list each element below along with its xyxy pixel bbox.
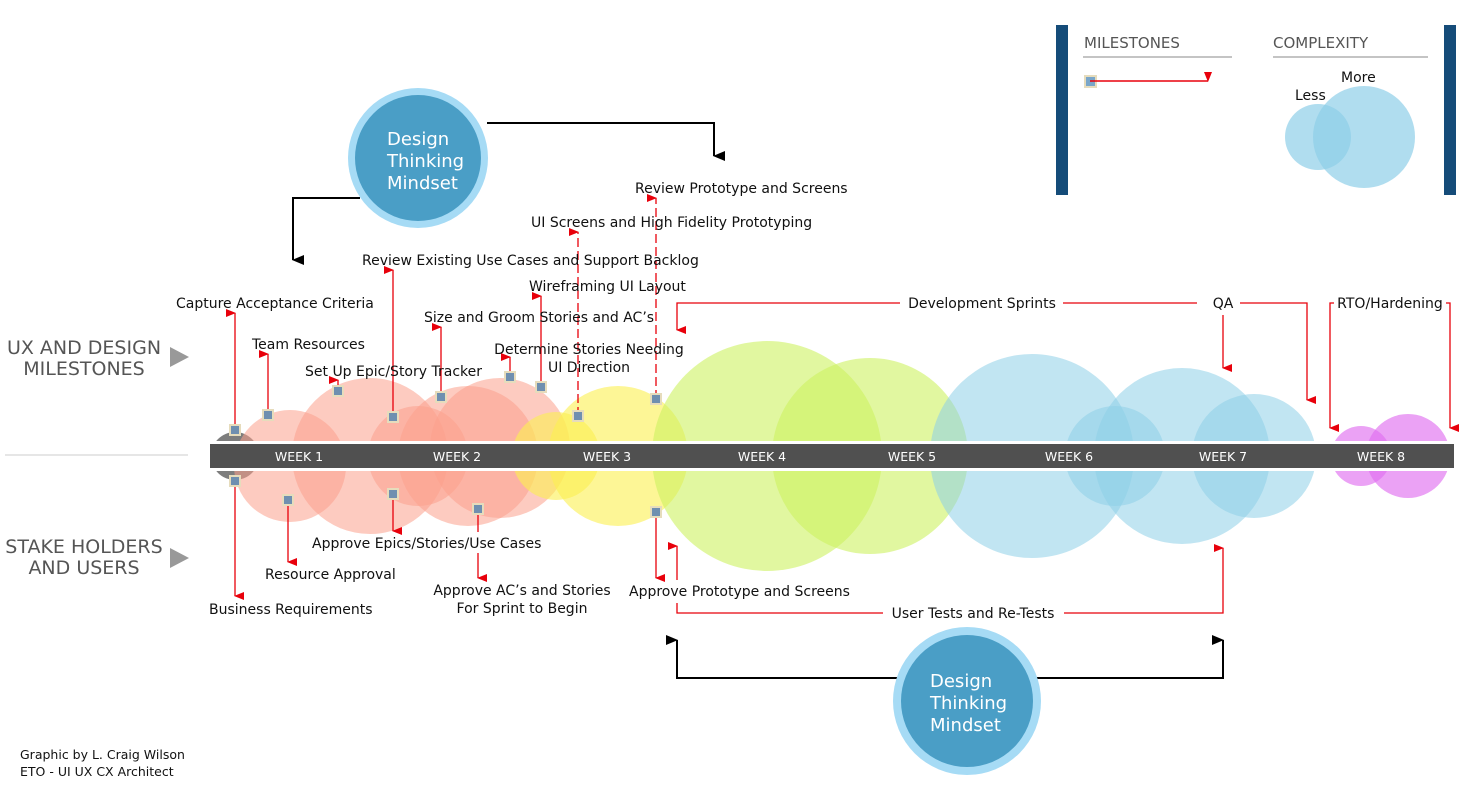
lane-ux-line2: MILESTONES [23, 358, 145, 380]
milestone-resource-approval: Resource Approval [265, 567, 396, 583]
design-thinking-bottom-circle [901, 635, 1033, 767]
lane-stakeholders-line1: STAKE HOLDERS [5, 536, 162, 558]
week-label-7: WEEK 7 [1199, 449, 1247, 464]
legend-left-bar [1056, 25, 1068, 195]
legend-less-label: Less [1295, 88, 1326, 104]
stakeholder-milestone-labels: Business Requirements Resource Approval … [209, 536, 1054, 622]
credit: Graphic by L. Craig Wilson ETO - UI UX C… [20, 747, 185, 779]
milestone-marker-icon [435, 391, 447, 403]
ux-milestone-labels: Capture Acceptance Criteria Team Resourc… [176, 181, 1443, 380]
design-thinking-top-left-arrow [292, 197, 360, 265]
milestone-ui-screens-prototyping: UI Screens and High Fidelity Prototyping [531, 215, 812, 231]
design-thinking-top-right-arrow [487, 122, 725, 161]
milestone-approve-epics-stories: Approve Epics/Stories/Use Cases [312, 536, 541, 552]
timeline-bar [210, 444, 1454, 468]
design-thinking-bottom-line1: Design [930, 671, 992, 692]
milestone-team-resources: Team Resources [251, 337, 365, 353]
legend: MILESTONES COMPLEXITY Less More [1056, 25, 1456, 195]
milestone-marker-icon [387, 411, 399, 423]
complexity-bubbles [211, 341, 1450, 571]
lane-stakeholders: STAKE HOLDERS AND USERS [5, 536, 189, 579]
timeline: WEEK 1 WEEK 2 WEEK 3 WEEK 4 WEEK 5 WEEK 6 WEEK… [210, 441, 1454, 471]
week-label-4: WEEK 4 [738, 449, 786, 464]
legend-milestones-title: MILESTONES [1084, 34, 1180, 52]
milestone-marker-icon [262, 409, 274, 421]
milestone-approve-acs-line1: Approve AC’s and Stories [433, 583, 610, 599]
lane-ux: UX AND DESIGN MILESTONES [7, 337, 189, 380]
milestone-marker-icon [472, 503, 484, 515]
legend-more-label: More [1341, 70, 1376, 86]
design-thinking-top-line2: Thinking [386, 151, 464, 172]
milestone-marker-icon [332, 385, 344, 397]
milestone-marker-icon [650, 506, 662, 518]
credit-author: Graphic by L. Craig Wilson [20, 747, 185, 762]
week-label-6: WEEK 6 [1045, 449, 1093, 464]
lane-stakeholders-arrow-icon [170, 548, 189, 568]
milestone-determine-stories-line1: Determine Stories Needing [494, 342, 684, 358]
lane-ux-arrow-icon [170, 347, 189, 367]
credit-title: ETO - UI UX CX Architect [20, 764, 174, 779]
legend-right-bar [1444, 25, 1456, 195]
milestone-marker-icon [229, 475, 241, 487]
design-thinking-bottom-left-arrow [666, 635, 900, 679]
milestone-review-prototype-and-screens: Review Prototype and Screens [635, 181, 848, 197]
week-label-3: WEEK 3 [583, 449, 631, 464]
milestone-arrows [226, 194, 1459, 614]
milestone-determine-stories-line2: UI Direction [548, 360, 630, 376]
lane-ux-line1: UX AND DESIGN [7, 337, 161, 359]
milestone-set-up-epic-story-tracker: Set Up Epic/Story Tracker [305, 364, 482, 380]
design-thinking-top: Design Thinking Mindset [292, 88, 725, 265]
milestone-marker-icon [387, 488, 399, 500]
milestone-user-tests: User Tests and Re-Tests [892, 606, 1055, 622]
lane-stakeholders-line2: AND USERS [28, 557, 139, 579]
milestone-marker-icon [229, 424, 241, 436]
milestone-marker-icon [504, 371, 516, 383]
week-label-8: WEEK 8 [1357, 449, 1405, 464]
milestone-size-and-groom-stories: Size and Groom Stories and AC’s [424, 310, 654, 326]
design-thinking-bottom-right-arrow [1035, 635, 1224, 679]
week-label-5: WEEK 5 [888, 449, 936, 464]
design-thinking-bottom-line2: Thinking [929, 693, 1007, 714]
week-label-2: WEEK 2 [433, 449, 481, 464]
milestone-approve-acs-line2: For Sprint to Begin [457, 601, 588, 617]
milestone-marker-icon [572, 410, 584, 422]
design-thinking-top-line3: Mindset [387, 173, 458, 194]
milestone-wireframing-ui-layout: Wireframing UI Layout [529, 279, 686, 295]
legend-complexity-title: COMPLEXITY [1273, 34, 1369, 52]
milestone-review-existing-use-cases: Review Existing Use Cases and Support Ba… [362, 253, 699, 269]
milestone-marker-icon [535, 381, 547, 393]
milestone-capture-acceptance-criteria: Capture Acceptance Criteria [176, 296, 374, 312]
milestone-marker-icon [282, 494, 294, 506]
design-thinking-top-line1: Design [387, 129, 449, 150]
design-thinking-bottom-line3: Mindset [930, 715, 1001, 736]
milestone-approve-prototype: Approve Prototype and Screens [629, 584, 850, 600]
milestone-marker-icon [650, 393, 662, 405]
design-thinking-bottom: Design Thinking Mindset [666, 627, 1224, 775]
milestone-business-requirements: Business Requirements [209, 602, 373, 618]
milestone-rto-hardening: RTO/Hardening [1337, 296, 1443, 312]
milestone-qa: QA [1213, 296, 1234, 312]
design-thinking-top-circle [355, 95, 481, 221]
milestone-development-sprints: Development Sprints [908, 296, 1056, 312]
milestone-markers [229, 371, 662, 518]
legend-more-circle [1313, 86, 1415, 188]
week-label-1: WEEK 1 [275, 449, 323, 464]
